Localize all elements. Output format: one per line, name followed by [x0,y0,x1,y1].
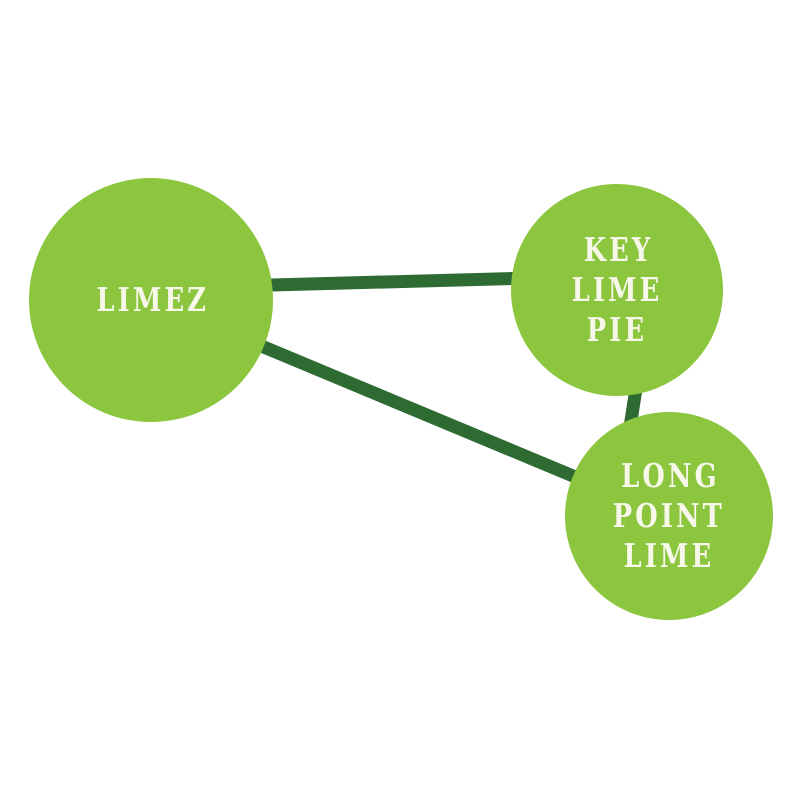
node-long-point-lime[interactable]: LONG POINT LIME [565,412,773,620]
node-limez[interactable]: LIMEZ [29,178,273,422]
node-limez-label: LIMEZ [96,279,209,319]
node-key-lime-pie[interactable]: KEY LIME PIE [511,184,723,396]
node-key-lime-pie-label: KEY LIME PIE [571,229,663,350]
node-long-point-lime-label: LONG POINT LIME [612,455,726,576]
